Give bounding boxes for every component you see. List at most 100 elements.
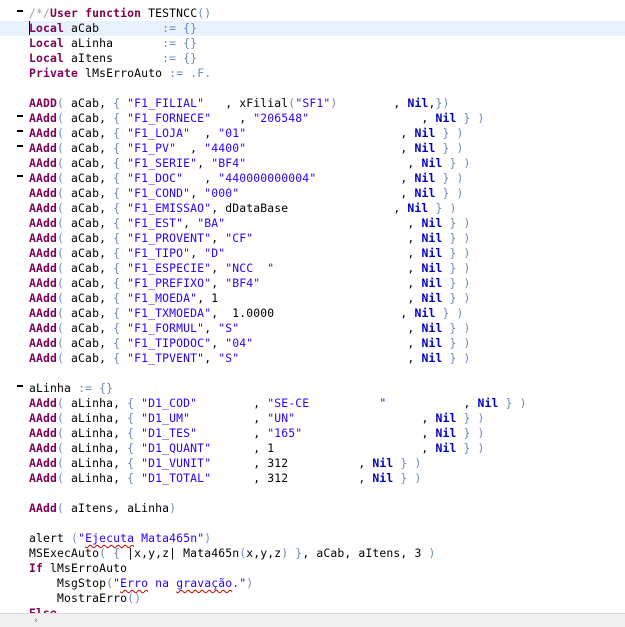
- code-line[interactable]: AAdd( aLinha, { "D1_TOTAL" , 312 , Nil }…: [29, 471, 625, 486]
- code-line[interactable]: [29, 81, 625, 96]
- code-token: Nil: [435, 426, 457, 440]
- code-token: ,: [253, 231, 422, 245]
- code-token: ,: [211, 231, 226, 245]
- code-line[interactable]: AAdd( aCab, { "F1_PREFIXO", "BF4" , Nil …: [29, 276, 625, 291]
- code-token: {: [127, 396, 142, 410]
- code-token: Nil: [421, 156, 443, 170]
- code-token: .": [232, 576, 247, 590]
- code-line[interactable]: AAdd( aCab, { "F1_COND", "000" , Nil } ): [29, 186, 625, 201]
- code-token: aCab,: [71, 186, 114, 200]
- code-token: ,: [239, 321, 422, 335]
- code-token: } ): [442, 261, 471, 275]
- code-line[interactable]: AAdd( aCab, { "F1_LOJA" , "01" , Nil } ): [17, 126, 625, 141]
- code-token: AAdd: [29, 456, 58, 470]
- code-line[interactable]: [29, 366, 625, 381]
- code-line[interactable]: AAdd( aCab, { "F1_TIPO", "D" , Nil } ): [29, 246, 625, 261]
- code-token: AAdd: [29, 471, 58, 485]
- code-line[interactable]: If lMsErroAuto: [29, 561, 625, 576]
- code-token: AAdd: [29, 141, 58, 155]
- code-token: ,: [176, 141, 205, 155]
- code-token: "D1_UM": [141, 411, 191, 425]
- code-token: Local: [29, 21, 65, 35]
- code-line[interactable]: AAdd( aCab, { "F1_EMISSAO", dDataBase , …: [29, 201, 625, 216]
- code-line[interactable]: AAdd( aCab, { "F1_MOEDA", 1 , Nil } ): [29, 291, 625, 306]
- code-token: aLinha,: [71, 456, 128, 470]
- code-line[interactable]: AADD( aCab, { "F1_FILIAL" , xFilial("SF1…: [29, 96, 625, 111]
- code-token: (: [57, 456, 72, 470]
- code-token: Nil: [421, 276, 443, 290]
- code-line[interactable]: AAdd( aCab, { "F1_EST", "BA" , Nil } ): [29, 216, 625, 231]
- code-token: } ): [428, 201, 457, 215]
- code-line[interactable]: AAdd( aLinha, { "D1_UM" , "UN" , Nil } ): [29, 411, 625, 426]
- code-token: lMsErroAuto: [43, 561, 128, 575]
- code-token: aCab,: [71, 141, 114, 155]
- code-token: {: [113, 111, 128, 125]
- code-line[interactable]: AAdd( aCab, { "F1_FORMUL", "S" , Nil } ): [29, 321, 625, 336]
- code-line[interactable]: alert ("Ejecuta Mata465n"): [29, 531, 625, 546]
- code-token: "D1_QUANT": [141, 441, 212, 455]
- code-token: ) }: [281, 546, 303, 560]
- code-token: , dDataBase ,: [211, 201, 408, 215]
- code-line[interactable]: AAdd( aCab, { "F1_PV" , "4400" , Nil } ): [17, 141, 625, 156]
- code-token: "CF": [225, 231, 254, 245]
- code-line[interactable]: Else: [29, 606, 625, 613]
- code-token: (: [57, 111, 72, 125]
- code-token: {: [113, 261, 128, 275]
- code-line[interactable]: AAdd( aLinha, { "D1_TES" , "165" , Nil }…: [29, 426, 625, 441]
- code-line[interactable]: AAdd( aCab, { "F1_DOC" , "440000000004" …: [17, 171, 625, 186]
- chevron-left-icon[interactable]: ‹: [34, 616, 38, 626]
- code-line[interactable]: AAdd( aLinha, { "D1_VUNIT" , 312 , Nil }…: [29, 456, 625, 471]
- code-token: Private: [29, 66, 79, 80]
- code-token: ,: [190, 186, 205, 200]
- code-line[interactable]: AAdd( aItens, aLinha): [29, 501, 625, 516]
- code-token: AAdd: [29, 336, 58, 350]
- code-line[interactable]: AAdd( aCab, { "F1_FORNECE" , "206548" , …: [17, 111, 625, 126]
- code-editor[interactable]: /*/User function TESTNCC()Local aCab := …: [0, 0, 625, 613]
- code-line[interactable]: AAdd( aCab, { "F1_ESPECIE", "NCC " , Nil…: [29, 261, 625, 276]
- code-token: , 1.0000 ,: [211, 306, 415, 320]
- code-line[interactable]: MostraErro(): [29, 591, 625, 606]
- horizontal-scrollbar[interactable]: ‹: [0, 613, 625, 627]
- code-token: "S": [218, 321, 240, 335]
- code-line[interactable]: AAdd( aCab, { "F1_PROVENT", "CF" , Nil }…: [29, 231, 625, 246]
- code-token: (: [57, 246, 72, 260]
- code-line[interactable]: MsgStop("Erro na gravação."): [29, 576, 625, 591]
- code-line[interactable]: [29, 516, 625, 531]
- code-line[interactable]: AAdd( aCab, { "F1_TIPODOC", "04" , Nil }…: [29, 336, 625, 351]
- code-line[interactable]: /*/User function TESTNCC(): [17, 6, 625, 21]
- code-line[interactable]: AAdd( aCab, { "F1_TXMOEDA", 1.0000 , Nil…: [29, 306, 625, 321]
- code-token: ,: [302, 426, 436, 440]
- code-token: } ): [442, 156, 471, 170]
- code-token: ,: [197, 426, 268, 440]
- code-token: ,: [274, 261, 422, 275]
- code-token: alert: [29, 531, 72, 545]
- code-token: "D1_VUNIT": [141, 456, 212, 470]
- code-line[interactable]: AAdd( aLinha, { "D1_COD" , "SE-CE " , Ni…: [29, 396, 625, 411]
- code-token: } ): [456, 411, 485, 425]
- code-line[interactable]: [29, 486, 625, 501]
- code-token: Nil: [407, 201, 429, 215]
- code-line[interactable]: Local aItens := {}: [29, 51, 625, 66]
- code-token: "440000000004": [218, 171, 317, 185]
- code-token: "206548": [253, 111, 310, 125]
- code-token: aLinha,: [71, 441, 128, 455]
- code-line[interactable]: AAdd( aLinha, { "D1_QUANT" , 1 , Nil } ): [29, 441, 625, 456]
- code-token: Nil: [414, 141, 436, 155]
- code-line[interactable]: AAdd( aCab, { "F1_TPVENT", "S" , Nil } ): [29, 351, 625, 366]
- code-token: "F1_TIPODOC": [127, 336, 212, 350]
- code-token: := {}: [162, 21, 198, 35]
- code-token: aLinha: [64, 36, 163, 50]
- code-line[interactable]: AAdd( aCab, { "F1_SERIE", "BF4" , Nil } …: [29, 156, 625, 171]
- code-line[interactable]: Local aCab := {}: [0, 21, 625, 36]
- code-line[interactable]: MSExecAuto( { |x,y,z| Mata465n(x,y,z) },…: [29, 546, 625, 561]
- code-line[interactable]: Private lMsErroAuto := .F.: [29, 66, 625, 81]
- code-token: (: [57, 306, 72, 320]
- code-line[interactable]: Local aLinha := {}: [29, 36, 625, 51]
- code-area[interactable]: /*/User function TESTNCC()Local aCab := …: [0, 6, 625, 613]
- code-token: (): [127, 591, 142, 605]
- code-line[interactable]: aLinha := {}: [17, 381, 625, 396]
- code-token: , 312 ,: [211, 456, 373, 470]
- code-token: aCab: [64, 21, 163, 35]
- code-token: Nil: [414, 171, 436, 185]
- code-token: aCab,: [71, 156, 114, 170]
